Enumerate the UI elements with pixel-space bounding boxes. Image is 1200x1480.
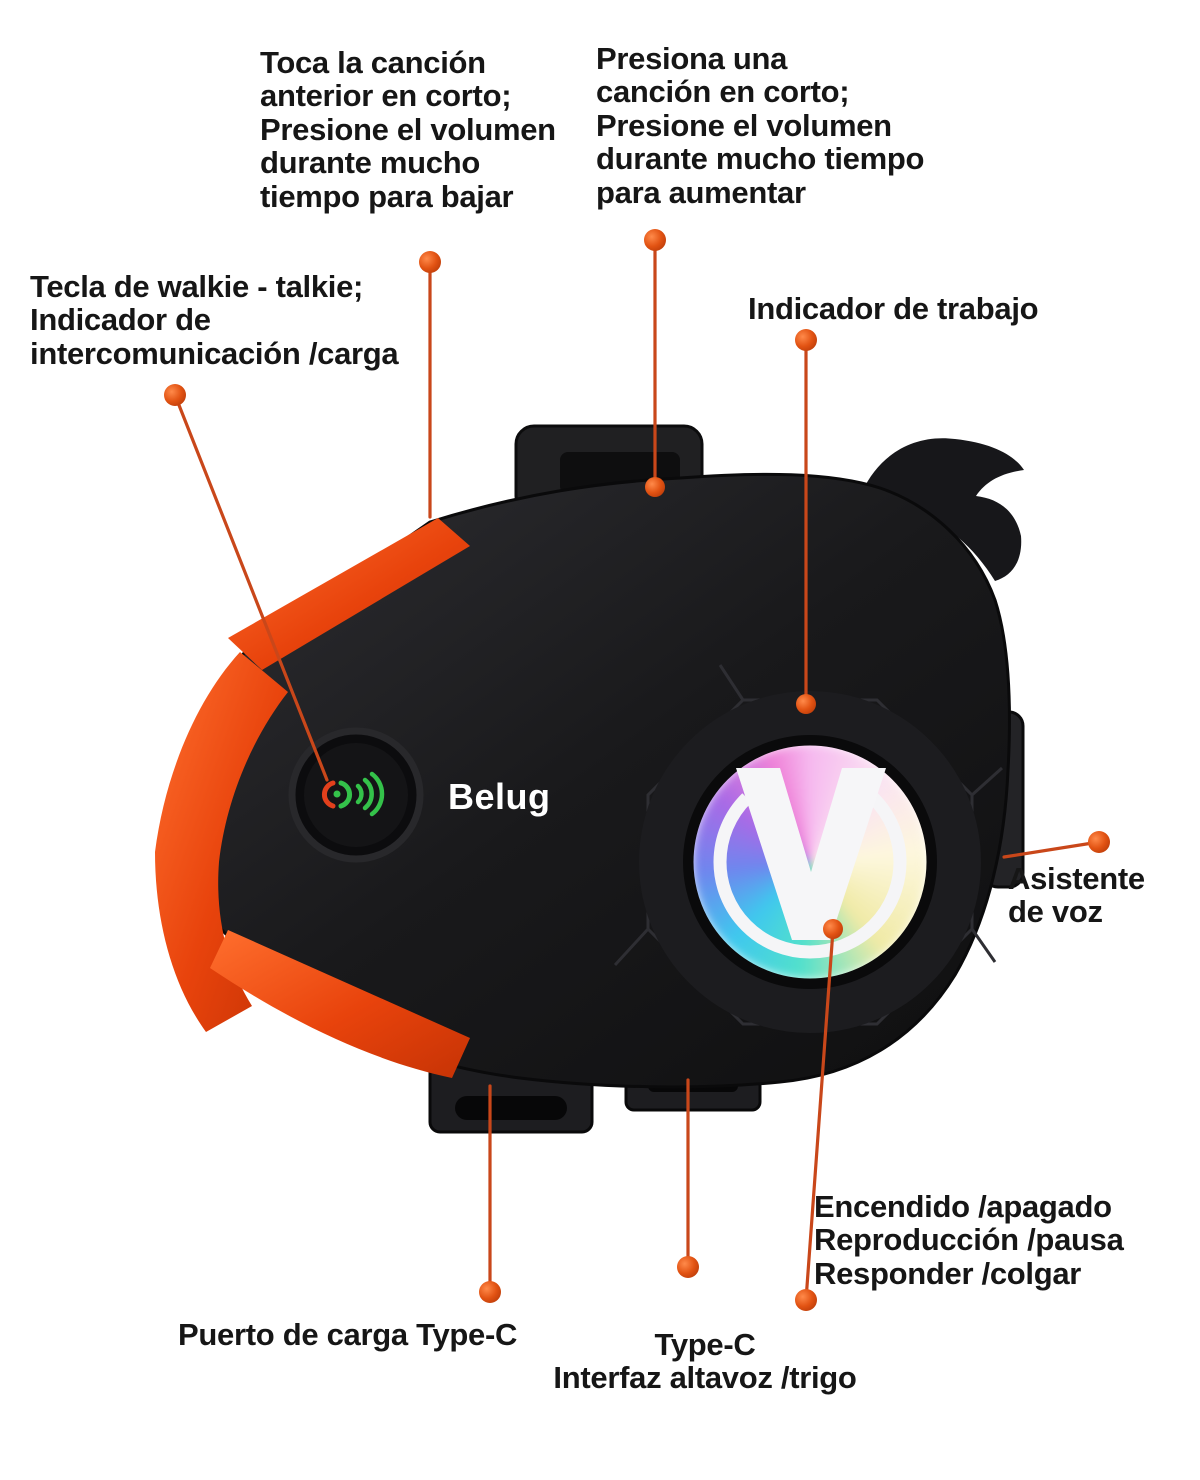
brand-logo-text: Belug bbox=[448, 776, 551, 817]
walkie-talkie-button bbox=[288, 727, 424, 863]
logo-bezel bbox=[639, 691, 981, 1033]
callout-voice-assistant: Asistente de voz bbox=[1008, 861, 1145, 930]
device-fin bbox=[862, 438, 1024, 581]
rgb-logo-disc bbox=[692, 744, 928, 980]
leader-dots bbox=[164, 229, 1110, 1311]
callout-power-button: Encendido /apagado Reproducción /pausa R… bbox=[814, 1189, 1124, 1291]
callout-previous-track: Toca la canción anterior en corto; Presi… bbox=[260, 45, 556, 214]
callout-next-track: Presiona una canción en corto; Presione … bbox=[596, 41, 925, 210]
intercom-led-icon bbox=[322, 771, 385, 817]
callout-speaker-interface: Type-C Interfaz altavoz /trigo bbox=[553, 1327, 857, 1396]
v-logo bbox=[713, 765, 907, 959]
callout-charging-port: Puerto de carga Type-C bbox=[178, 1317, 518, 1352]
leader-lines bbox=[173, 238, 1101, 1302]
callout-work-indicator: Indicador de trabajo bbox=[748, 291, 1039, 326]
callout-walkie-talkie: Tecla de walkie - talkie; Indicador de i… bbox=[30, 269, 399, 371]
orange-accent-stripes bbox=[155, 518, 470, 1078]
